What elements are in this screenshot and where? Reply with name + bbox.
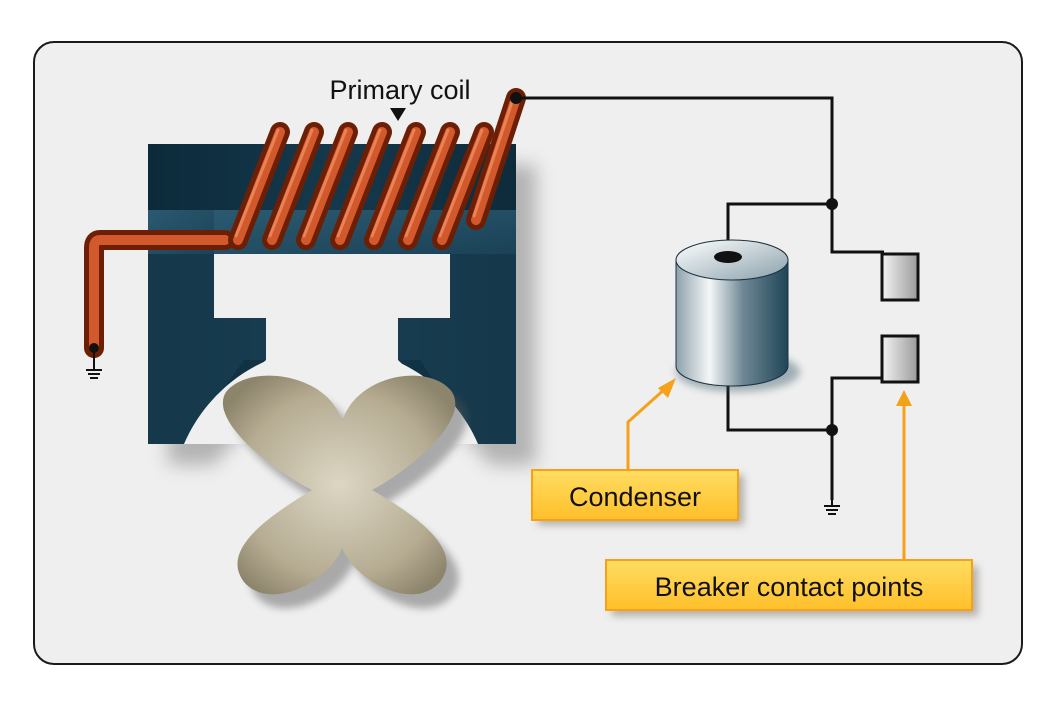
condenser (675, 239, 800, 392)
ground-icon-left (86, 352, 102, 379)
breaker-point-upper (880, 252, 920, 302)
junction-bottom (826, 424, 838, 436)
ground-terminal-left (89, 343, 99, 353)
rotor (222, 375, 456, 595)
ground-icon-right (824, 498, 840, 515)
circuit-wires (522, 96, 884, 500)
coil-lead-left-core (89, 235, 230, 353)
primary-coil-label: Primary coil (329, 75, 470, 105)
primary-coil-pointer (390, 108, 406, 121)
pole-right (398, 236, 516, 444)
condenser-callout (531, 378, 744, 525)
condenser-label: Condenser (569, 482, 701, 512)
coil-terminal (510, 92, 522, 104)
breaker-point-lower (880, 334, 920, 384)
primary-coil (228, 88, 526, 250)
pole-left (148, 236, 266, 444)
junction-top (826, 198, 838, 210)
breaker-callout (605, 390, 978, 616)
breaker-points-label: Breaker contact points (655, 572, 924, 602)
core-window-cut (214, 254, 450, 360)
